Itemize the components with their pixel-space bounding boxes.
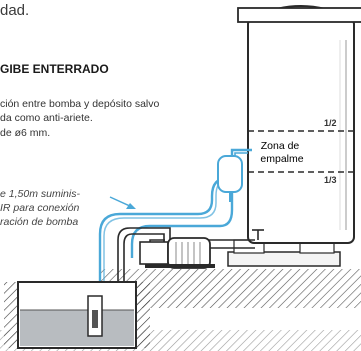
note-line-2: IR para conexión	[0, 202, 80, 214]
body-line-1: ción entre bomba y depósito salvo	[0, 98, 160, 110]
level-lower-label: 1/3	[324, 175, 337, 185]
air-injector	[217, 155, 243, 202]
body-line-3: de ø6 mm.	[0, 127, 51, 139]
note-line-1: e 1,50m suminis-	[0, 188, 80, 200]
cistern	[4, 281, 150, 349]
zone-label-box	[253, 136, 311, 168]
valve	[252, 229, 264, 240]
pressure-tank	[237, 5, 361, 244]
body-line-2: da como anti-ariete.	[0, 112, 93, 124]
zone-label-line-1: Zona de	[261, 140, 300, 152]
note-line-3: ración de bomba	[0, 216, 79, 228]
zone-label-line-2: empalme	[260, 153, 303, 165]
intro-text-fragment: dad.	[0, 2, 30, 19]
foot-valve	[87, 295, 103, 337]
blue-tube-long	[98, 176, 229, 300]
note-arrow	[109, 196, 136, 209]
pump-motor	[139, 237, 215, 269]
section-heading: GIBE ENTERRADO	[0, 62, 109, 76]
level-upper-label: 1/2	[324, 118, 337, 128]
